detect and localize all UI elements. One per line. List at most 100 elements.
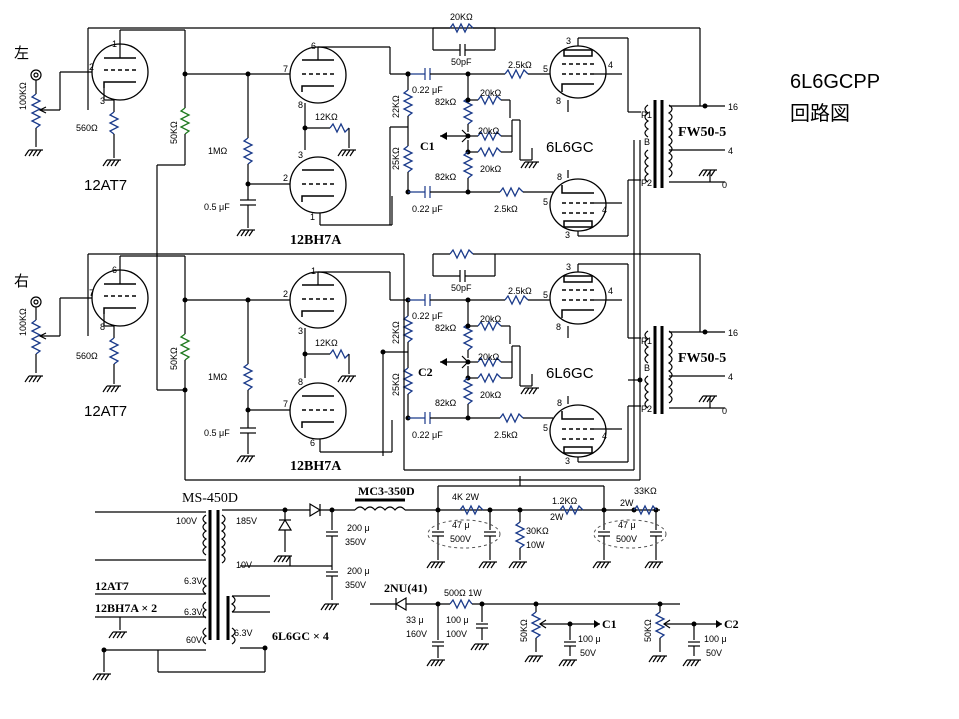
svg-text:4: 4 [602, 431, 607, 441]
diagram-title: 6L6GCPP [790, 71, 880, 93]
tube-12bh7a-left-b [289, 156, 347, 214]
svg-text:50KΩ: 50KΩ [169, 347, 179, 370]
plate-value-left: 50KΩ [169, 121, 179, 144]
svg-text:P1: P1 [641, 110, 652, 120]
svg-text:3: 3 [298, 326, 303, 336]
tube-label-12bh7a-left: 12BH7A [290, 233, 342, 248]
svg-text:560Ω: 560Ω [76, 351, 98, 361]
plate-resistor-right [179, 333, 191, 361]
svg-text:1: 1 [311, 266, 316, 276]
svg-text:0.22 μF: 0.22 μF [412, 85, 443, 95]
svg-text:7: 7 [89, 288, 94, 298]
input-left-label: 左 [14, 45, 29, 62]
volume-value-left: 100KΩ [18, 82, 28, 110]
tube-label-12bh7a-right: 12BH7A [290, 459, 342, 474]
svg-text:160V: 160V [406, 629, 427, 639]
svg-text:8: 8 [298, 377, 303, 387]
svg-text:B: B [644, 137, 650, 147]
svg-text:2: 2 [283, 289, 288, 299]
output-transformer-right: FW50-5 [678, 351, 726, 366]
svg-text:16: 16 [728, 328, 738, 338]
svg-text:1: 1 [112, 39, 117, 49]
volume-pot-left[interactable] [30, 93, 42, 129]
svg-text:100 μ: 100 μ [446, 615, 469, 625]
svg-text:0.22 μF: 0.22 μF [412, 204, 443, 214]
svg-text:0.22 μF: 0.22 μF [412, 430, 443, 440]
svg-text:100V: 100V [176, 516, 197, 526]
diagram-subtitle: 回路図 [790, 102, 850, 125]
svg-text:10V: 10V [236, 560, 252, 570]
plate-load-22k-left [402, 89, 414, 117]
svg-text:8: 8 [100, 322, 105, 332]
svg-text:P2: P2 [641, 404, 652, 414]
svg-text:50V: 50V [706, 648, 722, 658]
svg-text:16: 16 [728, 102, 738, 112]
svg-text:5: 5 [543, 64, 548, 74]
svg-text:20kΩ: 20kΩ [480, 88, 502, 98]
svg-text:12BH7A × 2: 12BH7A × 2 [95, 601, 157, 615]
volume-pot-right[interactable] [30, 319, 42, 355]
svg-text:6: 6 [311, 41, 316, 51]
svg-text:0.5 μF: 0.5 μF [204, 202, 230, 212]
svg-text:4: 4 [728, 146, 733, 156]
svg-text:50KΩ: 50KΩ [643, 619, 653, 642]
svg-text:82kΩ: 82kΩ [435, 172, 457, 182]
feedback-cap-right: 50pF [451, 283, 472, 293]
feedback-res-left: 20KΩ [450, 12, 473, 22]
svg-text:500V: 500V [616, 534, 637, 544]
tube-label-12at7-right: 12AT7 [84, 403, 127, 420]
svg-text:20kΩ: 20kΩ [480, 314, 502, 324]
input-jack-right[interactable] [30, 296, 42, 308]
channel-right: 右 100KΩ 6 7 8 560Ω 12AT7 50KΩ [14, 140, 738, 481]
channel-left: 左 100KΩ 1 2 3 560Ω 12AT7 [14, 12, 738, 480]
grid-resistor-1m-left [242, 137, 254, 165]
svg-text:1: 1 [310, 212, 315, 222]
svg-text:200 μ: 200 μ [347, 566, 370, 576]
svg-text:20kΩ: 20kΩ [478, 352, 500, 362]
bias-pot-c2[interactable] [654, 611, 666, 639]
svg-text:100 μ: 100 μ [704, 634, 727, 644]
svg-text:12KΩ: 12KΩ [315, 112, 338, 122]
svg-text:185V: 185V [236, 516, 257, 526]
svg-text:3: 3 [100, 96, 105, 106]
svg-text:1.2KΩ: 1.2KΩ [552, 496, 578, 506]
bias-pot-c1[interactable] [530, 611, 542, 639]
svg-text:2W: 2W [620, 498, 634, 508]
svg-text:2: 2 [283, 173, 288, 183]
svg-text:4: 4 [608, 60, 613, 70]
svg-text:20kΩ: 20kΩ [480, 390, 502, 400]
power-supply: MS-450D 100V 185V 10V 12AT7 6.3V 12BH7A … [92, 476, 739, 681]
svg-text:3: 3 [566, 36, 571, 46]
svg-text:22KΩ: 22KΩ [391, 95, 401, 118]
svg-text:2.5kΩ: 2.5kΩ [494, 430, 518, 440]
svg-text:50KΩ: 50KΩ [519, 619, 529, 642]
svg-text:500V: 500V [450, 534, 471, 544]
svg-text:0: 0 [722, 406, 727, 416]
grid-82k-right-a [462, 323, 474, 351]
grid-82k-left-b [462, 151, 474, 179]
svg-text:5: 5 [543, 197, 548, 207]
svg-text:3: 3 [298, 150, 303, 160]
svg-text:2.5kΩ: 2.5kΩ [508, 286, 532, 296]
svg-text:6: 6 [310, 438, 315, 448]
svg-text:500Ω 1W: 500Ω 1W [444, 588, 482, 598]
svg-text:10W: 10W [526, 540, 545, 550]
svg-text:4: 4 [602, 205, 607, 215]
svg-text:6L6GC × 4: 6L6GC × 4 [272, 629, 329, 643]
svg-text:C1: C1 [602, 617, 617, 631]
svg-text:30KΩ: 30KΩ [526, 526, 549, 536]
svg-text:200 μ: 200 μ [347, 523, 370, 533]
svg-text:5: 5 [543, 423, 548, 433]
input-jack-left[interactable] [30, 69, 42, 81]
bias-diode-label: 2NU(41) [384, 581, 427, 595]
svg-text:0: 0 [722, 180, 727, 190]
svg-text:3: 3 [566, 262, 571, 272]
bias-label-c2: C2 [418, 365, 433, 379]
svg-text:4: 4 [728, 372, 733, 382]
svg-text:22KΩ: 22KΩ [391, 321, 401, 344]
cap-group-47u-b [593, 519, 667, 549]
tube-6l6gc-left-b [549, 178, 607, 232]
svg-text:350V: 350V [345, 580, 366, 590]
power-transformer-name: MS-450D [182, 491, 238, 506]
